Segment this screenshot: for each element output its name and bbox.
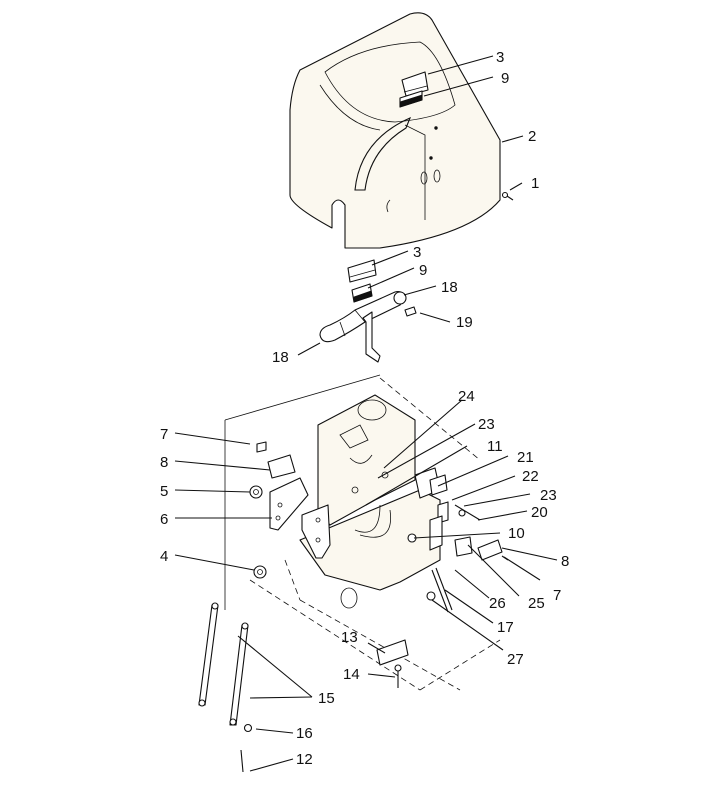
callout-11: 11 <box>487 438 503 455</box>
callout-3: 3 <box>496 49 504 66</box>
callout-2: 2 <box>528 128 536 145</box>
callout-26: 26 <box>489 595 506 612</box>
callout-7: 7 <box>553 587 561 604</box>
bracket-lower <box>347 259 377 303</box>
callout-3: 3 <box>413 244 421 261</box>
callouts: 3 9 2 1 3 9 18 19 18 24 23 7 11 21 8 22 … <box>160 49 569 768</box>
callout-24: 24 <box>458 388 475 405</box>
linkage-rods <box>198 602 253 773</box>
callout-5: 5 <box>160 483 168 500</box>
leader-lines <box>174 55 558 772</box>
callout-18: 18 <box>272 349 289 366</box>
callout-12: 12 <box>296 751 313 768</box>
screw <box>501 191 514 201</box>
callout-9: 9 <box>419 262 427 279</box>
callout-27: 27 <box>507 651 524 668</box>
control-panel <box>224 374 501 691</box>
callout-10: 10 <box>508 525 525 542</box>
shift-lever <box>319 291 417 363</box>
callout-7: 7 <box>160 426 168 443</box>
pivot-bracket <box>256 441 331 559</box>
bracket-upper <box>399 71 429 108</box>
callout-4: 4 <box>160 548 168 565</box>
callout-14: 14 <box>343 666 360 683</box>
callout-23: 23 <box>478 416 495 433</box>
callout-6: 6 <box>160 511 168 528</box>
callout-16: 16 <box>296 725 313 742</box>
callout-22: 22 <box>522 468 539 485</box>
callout-17: 17 <box>497 619 514 636</box>
callout-25: 25 <box>528 595 545 612</box>
callout-13: 13 <box>341 629 358 646</box>
callout-15: 15 <box>318 690 335 707</box>
callout-21: 21 <box>517 449 534 466</box>
callout-8: 8 <box>561 553 569 570</box>
console-cover <box>289 12 501 249</box>
callout-20: 20 <box>531 504 548 521</box>
callout-8: 8 <box>160 454 168 471</box>
callout-18: 18 <box>441 279 458 296</box>
callout-9: 9 <box>501 70 509 87</box>
callout-23: 23 <box>540 487 557 504</box>
small-hardware <box>376 504 509 688</box>
callout-19: 19 <box>456 314 473 331</box>
nut <box>249 485 267 579</box>
callout-1: 1 <box>531 175 539 192</box>
